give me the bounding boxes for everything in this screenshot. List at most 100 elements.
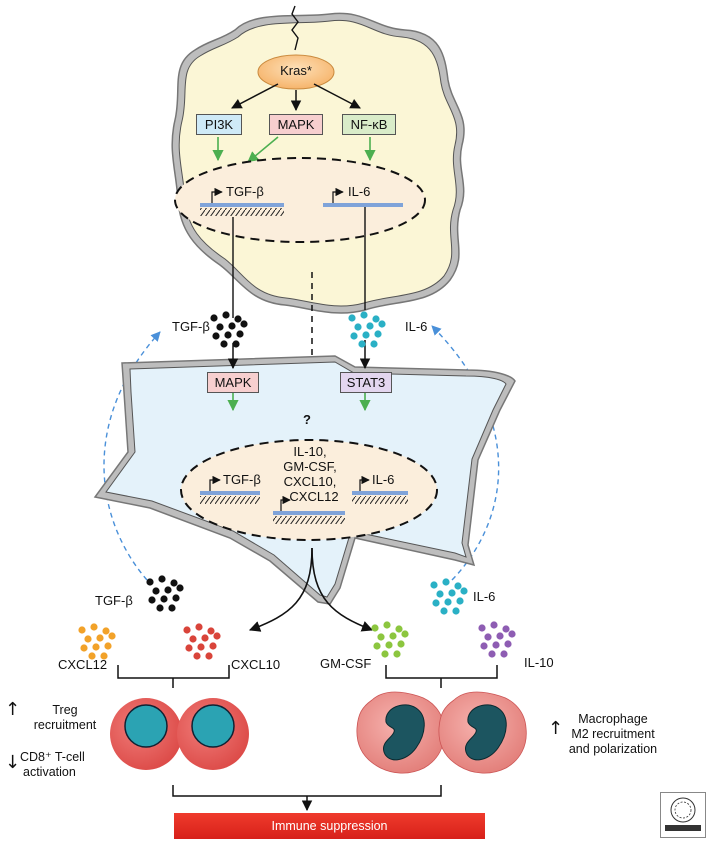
treg-cell-1 — [110, 698, 182, 770]
cxcl12-molecule — [96, 634, 104, 642]
cd8-line-2: activation — [23, 765, 76, 779]
il10-molecule — [492, 641, 500, 649]
il6-dots-top — [348, 311, 386, 348]
unknown-question-mark: ? — [303, 412, 311, 427]
tgfb-molecule — [160, 595, 168, 603]
gmcsf-label: GM-CSF — [320, 656, 372, 671]
cxcl10-molecule — [205, 652, 213, 660]
tgfb-molecule — [176, 584, 184, 592]
tgfb-molecule — [224, 331, 232, 339]
il6-molecule — [460, 587, 468, 595]
il10-molecule — [484, 633, 492, 641]
cxcl12-molecule — [102, 627, 110, 635]
kras-nfkb-arrow — [313, 83, 361, 109]
cytokine-line-1: IL-10, — [293, 444, 327, 459]
lower-tgfb-label: TGF-β — [95, 593, 133, 608]
cxcl10-label: CXCL10 — [231, 657, 281, 672]
macrophage-up-arrow-icon: ↑ — [548, 718, 564, 739]
secreted-tgfb-label: TGF-β — [172, 319, 210, 334]
il6-molecule — [370, 340, 378, 348]
cxcl10-molecule — [193, 652, 201, 660]
cd8-line-1: CD8⁺ T-cell — [20, 750, 85, 764]
outcome-bracket — [172, 785, 442, 810]
cxcl10-molecule — [201, 634, 209, 642]
tgfb-molecule — [148, 596, 156, 604]
il10-dots — [478, 621, 516, 658]
tgfb-molecule — [156, 604, 164, 612]
cxcl12-molecule — [84, 635, 92, 643]
treg-line-2: recruitment — [33, 718, 97, 732]
tgfb-molecule — [164, 586, 172, 594]
il10-molecule — [490, 621, 498, 629]
treg-line-1: Treg — [52, 703, 78, 717]
cxcl10-molecule — [207, 627, 215, 635]
il6-molecule — [454, 582, 462, 590]
il10-molecule — [496, 632, 504, 640]
stroma-il6-label: IL-6 — [372, 472, 395, 487]
up-arrow-icon: ↑ — [5, 699, 21, 720]
tumor-nucleus — [174, 157, 426, 243]
tgfb-molecule — [232, 340, 240, 348]
macrophage-cell-1 — [356, 691, 445, 774]
stroma-nucleus — [180, 439, 438, 541]
kras-pi3k-arrow — [231, 83, 279, 109]
il6-molecule — [442, 578, 450, 586]
il10-molecule — [504, 640, 512, 648]
il6-molecule — [378, 320, 386, 328]
pi3k-box: PI3K — [196, 114, 242, 135]
cxcl12-dots — [78, 623, 116, 660]
macrophage-line-3: and polarization — [568, 742, 658, 756]
cxcl12-molecule — [90, 623, 98, 631]
cxcl10-molecule — [197, 643, 205, 651]
treg-cell-2 — [177, 698, 249, 770]
left-bracket — [117, 665, 230, 688]
il6-molecule — [350, 332, 358, 340]
lower-il6-label: IL-6 — [473, 589, 496, 604]
cxcl12-molecule — [80, 644, 88, 652]
tgfb-molecule — [212, 332, 220, 340]
stroma-il6-gene — [352, 475, 408, 504]
macrophage-cell-2 — [438, 691, 527, 774]
il6-molecule — [432, 599, 440, 607]
il6-feedback-arc — [431, 325, 500, 581]
down-arrow-icon: ↓ — [5, 752, 21, 773]
tgfb-molecule — [172, 594, 180, 602]
tgfb-molecule — [220, 340, 228, 348]
gmcsf-molecule — [401, 630, 409, 638]
nfkb-box: NF-κB — [342, 114, 396, 135]
tumor-il6-label: IL-6 — [348, 184, 371, 199]
tumor-tgfb-gene — [200, 187, 284, 216]
tgfb-molecule — [152, 587, 160, 595]
right-bracket — [385, 665, 498, 688]
gmcsf-dots — [371, 621, 409, 658]
gmcsf-molecule — [373, 642, 381, 650]
cxcl10-molecule — [189, 635, 197, 643]
il6-molecule — [360, 311, 368, 319]
tgfb-molecule — [146, 578, 154, 586]
il10-molecule — [508, 630, 516, 638]
il6-molecule — [448, 589, 456, 597]
tgfb-molecule — [240, 320, 248, 328]
gmcsf-molecule — [383, 621, 391, 629]
secreted-il6-label: IL-6 — [405, 319, 428, 334]
cxcl12-molecule — [100, 652, 108, 660]
il10-molecule — [502, 625, 510, 633]
immune-suppression-bar: Immune suppression — [174, 813, 485, 839]
tgfb-molecule — [228, 322, 236, 330]
il6-molecule — [436, 590, 444, 598]
il6-molecule — [452, 607, 460, 615]
tgfb-molecule — [216, 323, 224, 331]
tgfb-dots-lower — [146, 575, 184, 612]
cxcl12-molecule — [88, 652, 96, 660]
tgfb-molecule — [210, 314, 218, 322]
il6-molecule — [362, 331, 370, 339]
il6-molecule — [444, 598, 452, 606]
output-right-arrow — [311, 547, 374, 632]
tgfb-molecule — [168, 604, 176, 612]
il6-molecule — [366, 322, 374, 330]
gmcsf-molecule — [385, 641, 393, 649]
mapk-green-arrow — [247, 136, 279, 163]
receptor-line — [291, 5, 299, 51]
cxcl12-molecule — [108, 632, 116, 640]
